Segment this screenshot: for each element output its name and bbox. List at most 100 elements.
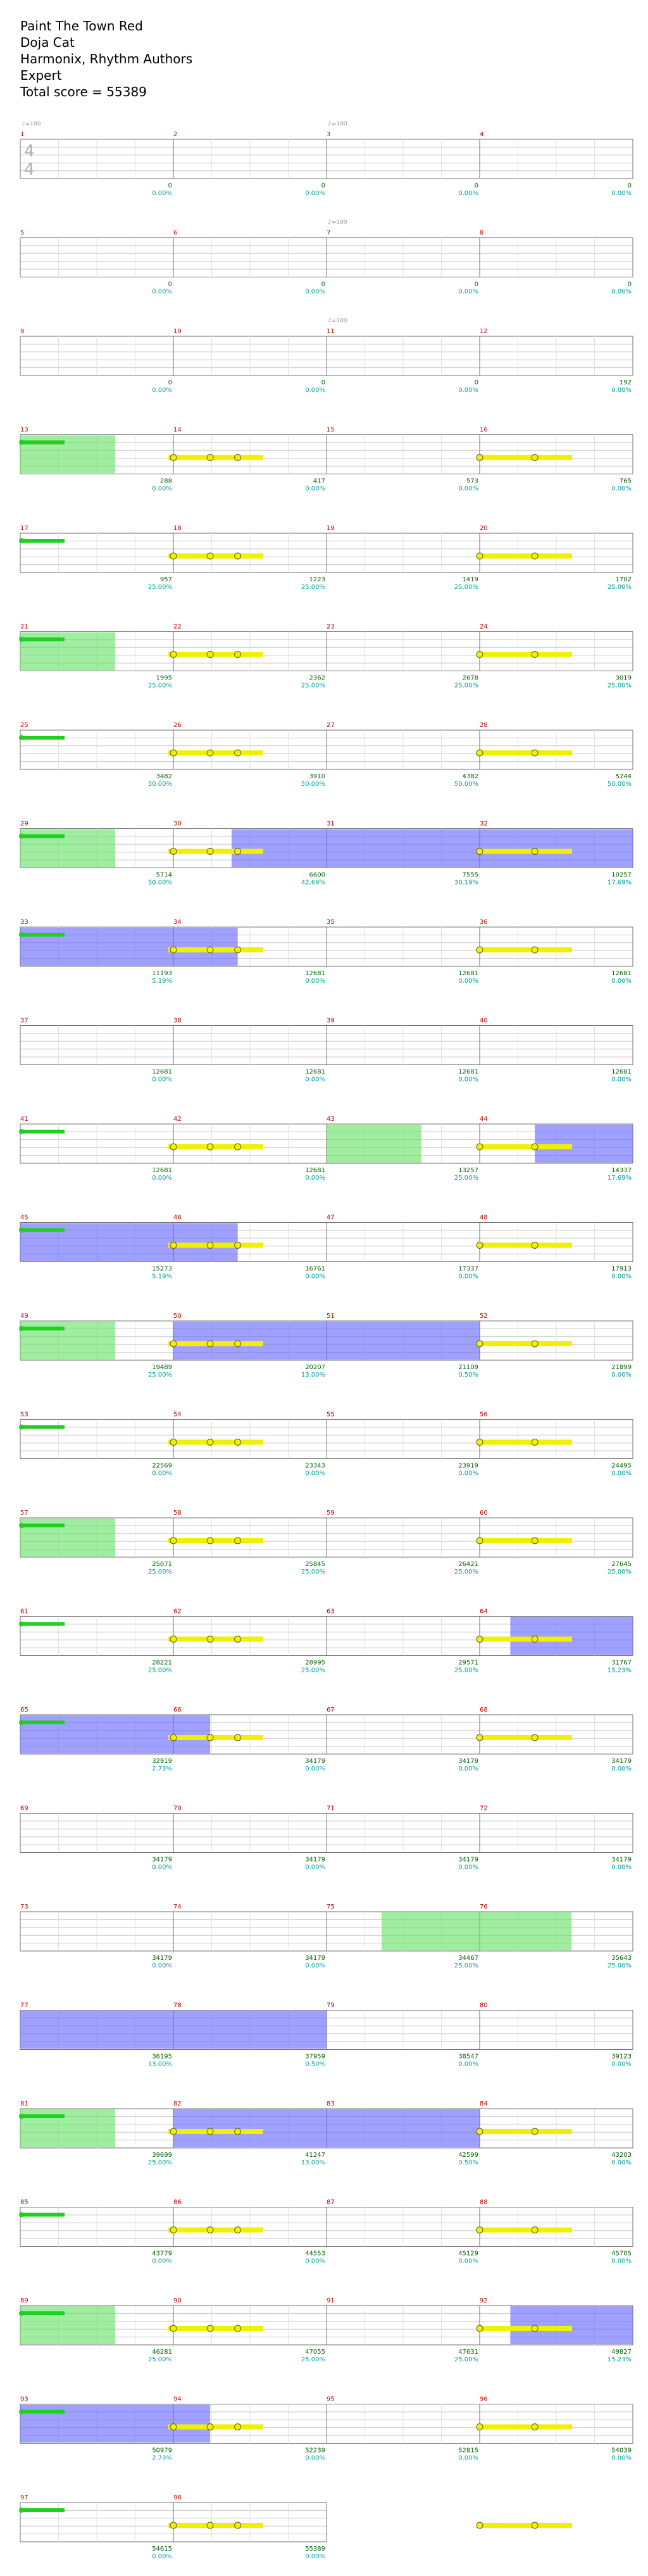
measure-score: 3019 [616,675,632,682]
measure-score: 54039 [611,2447,632,2454]
note-green [19,1227,24,1233]
note-yellow [476,1734,483,1741]
measure-number: 25 [20,722,28,729]
measure-score: 28221 [152,1660,172,1667]
note-yellow [476,848,483,855]
note-yellow [206,2128,214,2135]
measure-percent: 25.00% [301,584,325,591]
note-yellow [170,2226,177,2233]
note-yellow [531,2522,539,2529]
note-yellow [206,2226,214,2233]
song-title: Paint The Town Red [20,18,143,34]
measure-number: 96 [480,2396,488,2403]
sustain-trail [20,1327,65,1330]
note-yellow [206,848,214,855]
note-yellow [234,454,242,461]
measure-percent: 17.69% [608,880,632,887]
note-yellow [476,2128,483,2135]
measure-score: 47631 [458,2349,478,2356]
measure-number: 48 [480,1215,488,1222]
measure-score: 0 [628,182,632,189]
measure-number: 87 [327,2199,335,2206]
measure-score: 31767 [611,1660,632,1667]
measure-score: 34467 [458,1955,478,1962]
measure-percent: 0.00% [458,2061,478,2068]
measure-percent: 0.00% [611,387,632,394]
measure-number: 61 [20,1608,28,1615]
note-yellow [170,1143,177,1151]
measure-score: 34179 [152,1857,172,1864]
note-yellow [531,2423,539,2430]
note-yellow [476,2522,483,2529]
measure-score: 29571 [458,1660,478,1667]
measure-percent: 0.00% [152,1864,172,1871]
measure-score: 34179 [305,1758,325,1765]
measure-number: 51 [327,1313,335,1320]
measure-number: 3 [327,131,330,138]
measure-percent: 0.00% [152,289,172,296]
measure-number: 21 [20,624,28,631]
measure-percent: 0.00% [305,1470,325,1477]
measure-number: 42 [173,1116,182,1123]
measure-score: 44553 [305,2251,325,2257]
measure-number: 8 [480,230,483,237]
note-yellow [531,848,539,855]
measure-percent: 0.00% [611,486,632,493]
note-yellow [170,749,177,757]
note-yellow [531,651,539,658]
note-yellow [531,1439,539,1446]
measure-score: 15273 [152,1266,172,1273]
note-yellow [206,1734,214,1741]
measure-percent: 0.00% [458,978,478,985]
measure-number: 68 [480,1707,488,1714]
measure-percent: 0.00% [458,289,478,296]
note-yellow [476,1242,483,1249]
note-yellow [234,651,242,658]
song-header: Paint The Town Red Doja Cat Harmonix, Rh… [20,18,192,100]
measure-number: 12 [480,328,488,335]
measure-score: 14337 [611,1167,632,1174]
note-yellow [170,454,177,461]
sustain-trail [168,2523,263,2528]
tempo-marker: ♪=100 [22,121,41,127]
measure-score: 49827 [611,2349,632,2356]
note-yellow [234,1734,242,1741]
measure-score: 52239 [305,2447,325,2454]
note-yellow [206,1242,214,1249]
song-charter: Harmonix, Rhythm Authors [20,51,193,66]
measure-score: 2678 [463,675,478,682]
note-yellow [531,1537,539,1544]
star-power-zone [535,1125,633,1163]
measure-percent: 0.00% [305,2455,325,2462]
measure-number: 92 [480,2297,488,2304]
note-yellow [531,2325,539,2332]
note-yellow [476,552,483,560]
sustain-trail [477,1341,572,1346]
measure-number: 40 [480,1018,488,1025]
sustain-trail [20,1524,65,1527]
measure-score: 13257 [458,1167,478,1174]
sustain-trail [477,750,572,755]
measure-number: 59 [327,1510,335,1517]
measure-number: 81 [20,2100,28,2107]
measure-number: 33 [20,919,28,926]
measure-percent: 0.00% [611,1765,632,1772]
measure-percent: 50.00% [454,781,478,788]
note-yellow [234,1340,242,1348]
measure: 200.00% [173,131,327,197]
sustain-trail [477,1144,572,1149]
measure-percent: 25.00% [148,2159,172,2166]
measure-number: 76 [480,1904,488,1910]
